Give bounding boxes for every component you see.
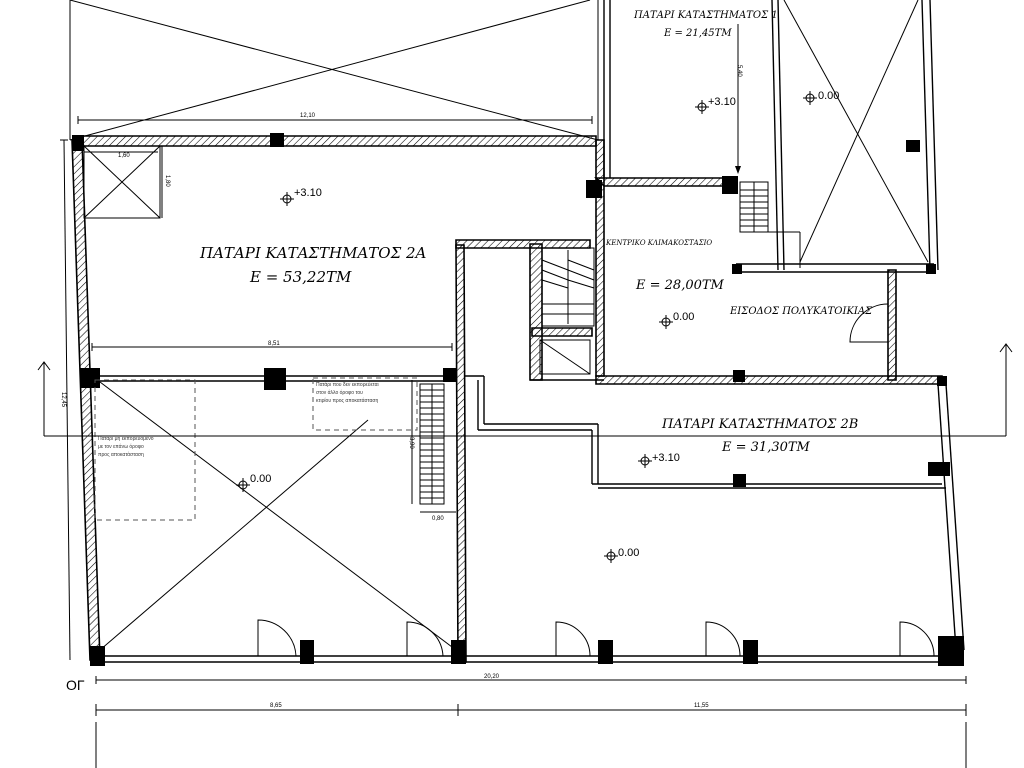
column-m1-b1 <box>732 264 742 274</box>
spiral-stair <box>539 247 595 375</box>
columns-2a <box>72 133 466 666</box>
dim-text-1210: 12,10 <box>300 113 316 119</box>
dim-text-2020: 20,20 <box>484 674 500 680</box>
section-line <box>37 343 1013 437</box>
dim-text-851: 8,51 <box>268 341 280 347</box>
dim-text-160: 1,60 <box>118 153 130 159</box>
elevation-marker-2a-lower: 0.00 <box>236 473 271 492</box>
room-title-entrance: ΕΙΣΟΔΟΣ ΠΟΛΥΚΑΤΟΙΚΙΑΣ <box>729 306 873 317</box>
column-2b-right <box>928 462 950 476</box>
svg-text:Πατάρι που δεν εκπορεύεται: Πατάρι που δεν εκπορεύεται <box>316 381 379 388</box>
column-stair-tl <box>586 180 602 198</box>
column-m1-b2 <box>926 264 936 274</box>
svg-text:με τον επάνω όροφο: με τον επάνω όροφο <box>98 443 144 450</box>
elevation-marker-1: +3.10 <box>695 96 736 114</box>
column-front-2 <box>743 640 758 664</box>
dim-text-1245: 12,45 <box>60 392 66 408</box>
room-title-2b: ΠΑΤΑΡΙ ΚΑΤΑΣΤΗΜΑΤΟΣ 2Β <box>661 417 858 432</box>
right-void <box>783 0 929 263</box>
front-doors-2a <box>257 619 444 657</box>
room-area-2a: E = 53,22TM <box>249 268 352 286</box>
elevation-text-right-top: 0.00 <box>818 90 839 102</box>
column-right-mid <box>937 376 947 386</box>
front-wall-2b <box>466 621 938 663</box>
svg-text:προς αποκατάσταση: προς αποκατάσταση <box>98 451 144 458</box>
dim-5-40: 5,40 <box>735 24 742 174</box>
dim-12-10: 12,10 <box>77 113 593 124</box>
room-title-stairwell: ΚΕΝΤΡΙΚΟ ΚΛΙΜΑΚΟΣΤΑΣΙΟ <box>605 239 712 247</box>
elevation-text-2b: +3.10 <box>652 452 680 464</box>
room-area-1: E = 21,45TM <box>663 28 732 39</box>
room-title-1: ΠΑΤΑΡΙ ΚΑΤΑΣΤΗΜΑΤΟΣ 1 <box>633 10 778 21</box>
dim-8-51: 8,51 <box>91 341 453 351</box>
elevation-marker-right-top: 0.00 <box>803 90 839 105</box>
small-void: 1,60 1,80 <box>83 145 170 219</box>
dim-text-540: 5,40 <box>736 65 742 77</box>
dim-text-1155: 11,55 <box>694 703 709 709</box>
column-stair-tr <box>722 176 738 194</box>
elevation-text-2a-lower: 0.00 <box>250 473 271 485</box>
walls-1 <box>594 0 939 273</box>
svg-text:Πατάρι μη εκπορευόμενο: Πατάρι μη εκπορευόμενο <box>98 435 154 442</box>
dim-20-20: 20,20 <box>95 674 967 684</box>
entrance-door <box>849 303 889 343</box>
elevation-text-1: +3.10 <box>708 96 736 108</box>
elevation-marker-2a: +3.10 <box>280 187 322 206</box>
dim-8-65-11-55: 8,65 11,55 <box>95 703 967 716</box>
elevation-text-2a: +3.10 <box>294 187 322 199</box>
elevation-marker-2b-lower: 0.00 <box>604 547 639 563</box>
column-2b-mid <box>733 474 746 487</box>
room-title-2a: ΠΑΤΑΡΙ ΚΑΤΑΣΤΗΜΑΤΟΣ 2Α <box>199 244 427 262</box>
svg-text:κτιρίου προς αποκατάσταση: κτιρίου προς αποκατάσταση <box>316 397 378 404</box>
elevation-marker-stair: 0.00 <box>659 311 694 329</box>
walls-2b <box>464 375 965 651</box>
dim-12-45: 12,45 <box>60 139 71 661</box>
dim-text-865: 8,65 <box>270 703 282 709</box>
column-front-1 <box>598 640 613 664</box>
dim-text-080: 0,80 <box>432 516 444 522</box>
upper-void <box>69 0 599 141</box>
room-area-stairwell: E = 28,00TM <box>635 278 725 293</box>
elevation-marker-2b: +3.10 <box>638 452 680 468</box>
elevation-text-2b-lower: 0.00 <box>618 547 639 559</box>
og-label: ΟΓ <box>66 677 85 693</box>
column-stair-bottom <box>733 370 745 382</box>
room-area-2b: E = 31,30TM <box>721 440 811 455</box>
lower-2a-void: Πατάρι μη εκπορευόμενο με τον επάνω όροφ… <box>94 375 457 663</box>
column-right-top <box>906 140 920 152</box>
stair-flight-top <box>739 181 801 268</box>
column-front-corner <box>938 636 964 666</box>
elevation-text-stair: 0.00 <box>673 311 694 323</box>
svg-text:στον άλλο όροφο του: στον άλλο όροφο του <box>316 389 363 396</box>
stair-flight-left: 3,90 0,80 <box>408 380 456 522</box>
dim-text-390: 3,90 <box>408 437 414 449</box>
dim-text-180: 1,80 <box>164 175 170 187</box>
